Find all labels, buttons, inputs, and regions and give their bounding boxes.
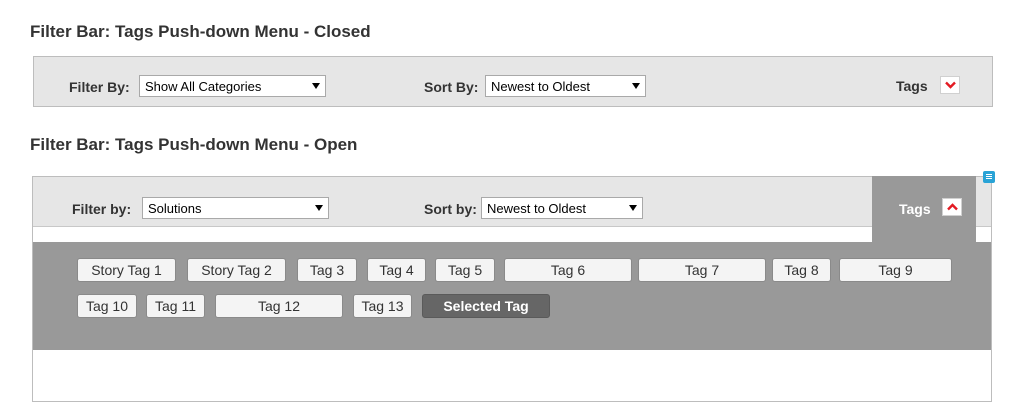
tag-button[interactable]: Tag 7	[638, 258, 766, 282]
sort-by-select[interactable]: Newest to Oldest	[481, 197, 643, 219]
tag-button[interactable]: Tag 5	[435, 258, 495, 282]
dropdown-caret-icon	[315, 205, 323, 211]
filter-bar-open: Filter by: Solutions Sort by: Newest to …	[32, 176, 992, 402]
tag-button[interactable]: Tag 8	[772, 258, 831, 282]
filter-by-label: Filter By:	[69, 79, 130, 95]
chevron-down-icon	[945, 81, 956, 89]
filter-by-select[interactable]: Show All Categories	[139, 75, 326, 97]
dropdown-caret-icon	[312, 83, 320, 89]
sort-by-label: Sort by:	[424, 201, 477, 217]
sort-by-value: Newest to Oldest	[487, 201, 586, 216]
filter-by-value: Solutions	[148, 201, 202, 216]
dropdown-caret-icon	[632, 83, 640, 89]
tags-collapse-button[interactable]	[942, 198, 962, 216]
chevron-up-icon	[947, 203, 958, 211]
tag-button[interactable]: Tag 4	[367, 258, 426, 282]
tag-button[interactable]: Tag 13	[353, 294, 412, 318]
tag-button[interactable]: Tag 6	[504, 258, 632, 282]
tag-button[interactable]: Tag 3	[297, 258, 357, 282]
tags-tab[interactable]: Tags	[872, 176, 976, 242]
filter-bar-header: Filter by: Solutions Sort by: Newest to …	[33, 177, 991, 227]
note-icon[interactable]	[983, 171, 995, 183]
sort-by-value: Newest to Oldest	[491, 79, 590, 94]
filter-bar-closed: Filter By: Show All Categories Sort By: …	[33, 56, 993, 107]
sort-by-select[interactable]: Newest to Oldest	[485, 75, 646, 97]
tag-button[interactable]: Tag 12	[215, 294, 343, 318]
tags-label: Tags	[899, 201, 931, 217]
tag-button[interactable]: Story Tag 1	[77, 258, 176, 282]
tag-button[interactable]: Story Tag 2	[187, 258, 286, 282]
tags-expand-button[interactable]	[940, 76, 960, 94]
dropdown-caret-icon	[629, 205, 637, 211]
tag-button[interactable]: Tag 11	[146, 294, 205, 318]
section-title-open: Filter Bar: Tags Push-down Menu - Open	[30, 135, 358, 154]
filter-by-value: Show All Categories	[145, 79, 262, 94]
filter-by-label: Filter by:	[72, 201, 132, 217]
tag-button[interactable]: Tag 9	[839, 258, 952, 282]
sort-by-label: Sort By:	[424, 79, 479, 95]
tag-button[interactable]: Tag 10	[77, 294, 137, 318]
section-title-closed: Filter Bar: Tags Push-down Menu - Closed	[30, 22, 371, 41]
tags-label: Tags	[896, 78, 928, 94]
selected-tag-button[interactable]: Selected Tag	[422, 294, 550, 318]
filter-by-select[interactable]: Solutions	[142, 197, 329, 219]
